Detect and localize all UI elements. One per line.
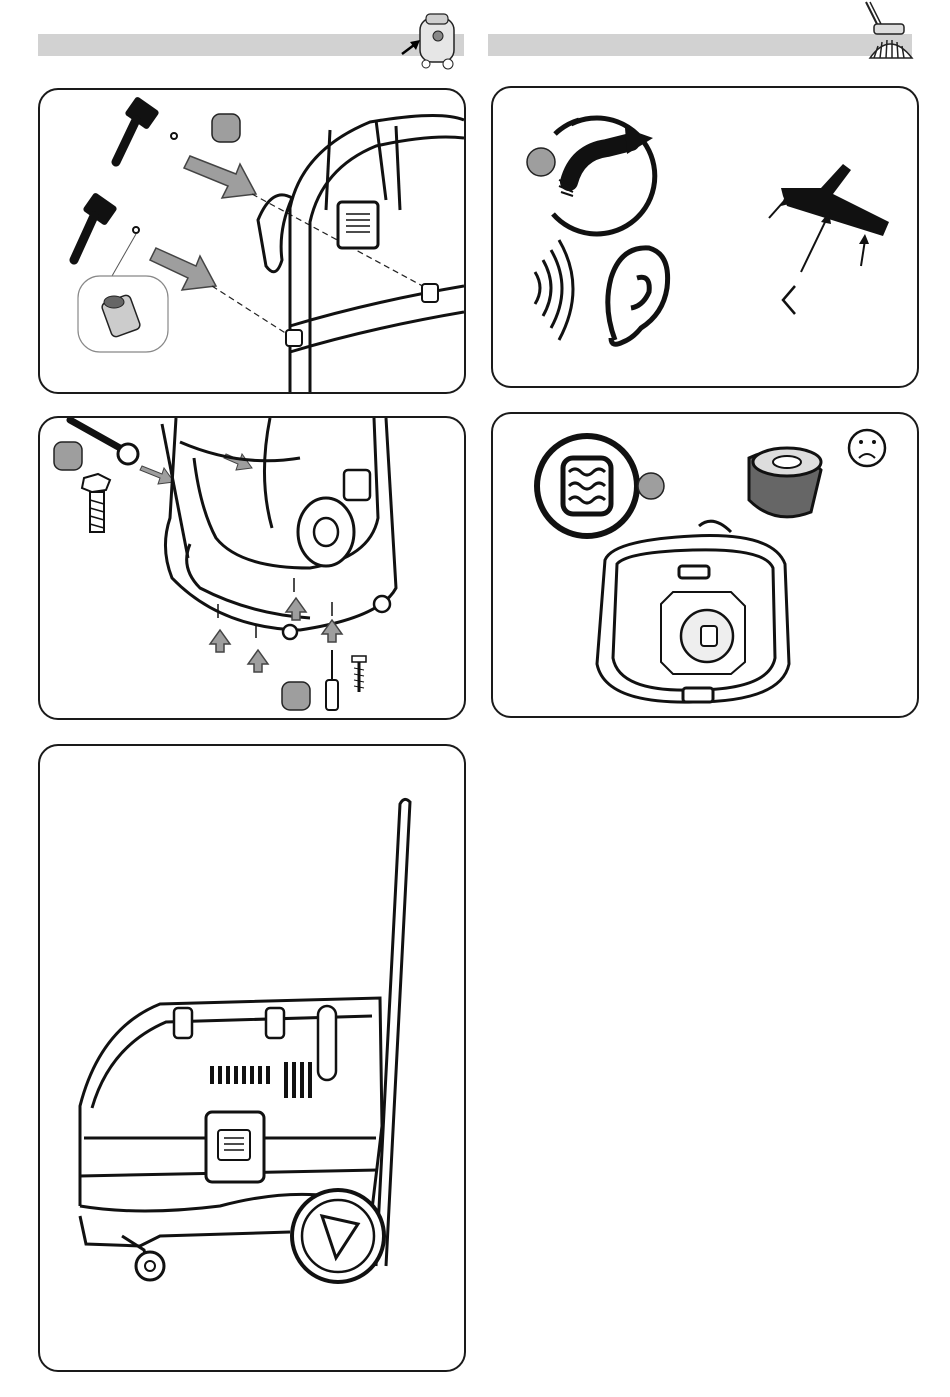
screwdriver-icon (326, 650, 338, 710)
vacuum-with-arrow-icon (396, 10, 466, 72)
plug-insert-icon (78, 276, 168, 352)
floor-brush-icon (856, 0, 916, 62)
filter-round-icon (537, 436, 637, 536)
floor-nozzle-icon (769, 164, 889, 272)
grey-step-marker (54, 442, 82, 470)
vacuum-side-view-icon (40, 746, 464, 1370)
grey-step-marker (212, 114, 240, 142)
mallet-icon (116, 96, 160, 162)
panel-suction-check (491, 86, 919, 388)
filter-cartridge-icon (749, 448, 821, 517)
sad-face-icon (849, 430, 885, 466)
sound-waves-icon (535, 240, 573, 340)
mallet-icon (74, 192, 118, 260)
panel-mount-wheels (38, 416, 466, 720)
panel-filter-check (491, 412, 919, 718)
panel-assembled-unit (38, 744, 466, 1372)
grey-step-marker (527, 148, 555, 176)
screw-icon (352, 656, 366, 692)
bolt-icon (82, 474, 110, 532)
hose-rotate-icon (553, 118, 655, 234)
right-header-bar (488, 34, 912, 56)
grey-step-marker (282, 682, 310, 710)
grey-step-marker (638, 473, 664, 499)
panel-mount-handle (38, 88, 466, 394)
filter-housing-icon (597, 521, 789, 702)
up-arrow-icon (210, 598, 342, 672)
ear-icon (608, 248, 668, 344)
arrow-icon (184, 156, 256, 198)
less-than-symbol (783, 286, 795, 314)
